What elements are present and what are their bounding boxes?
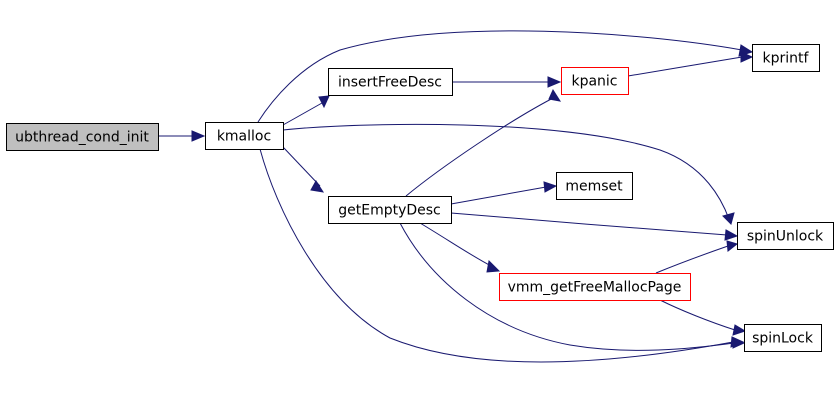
edge-line [419,222,494,268]
edge-line [659,299,736,331]
edge-getEmptyDesc-to-spinLock [399,222,746,351]
arrowhead-icon [740,51,754,63]
node-box[interactable] [6,123,159,151]
node-kpanic[interactable]: kpanic [561,67,629,95]
node-label: memset [565,179,623,195]
edge-line [259,148,734,363]
edge-ubthread_cond_init-to-kmalloc [158,130,206,142]
node-box[interactable] [328,196,452,224]
arrowhead-icon [191,130,206,142]
edge-kmalloc-to-insertFreeDesc [282,95,330,126]
node-getEmptyDesc[interactable]: getEmptyDesc [328,196,452,224]
edge-kmalloc-to-getEmptyDesc [282,146,325,193]
edge-line [450,212,728,236]
arrowhead-icon [318,95,330,109]
node-box[interactable] [499,273,691,301]
edge-line [399,222,735,351]
node-spinUnlock[interactable]: spinUnlock [737,222,834,250]
arrowhead-icon [732,337,746,349]
edge-vmm_getFreeMallocPage-to-spinUnlock [655,240,739,274]
arrowhead-icon [543,181,558,193]
edge-getEmptyDesc-to-vmm_getFreeMallocPage [419,222,501,273]
node-label: kpanic [571,74,617,90]
arrowhead-icon [722,212,735,225]
arrowhead-icon [732,324,747,336]
arrowhead-icon [548,88,562,102]
edge-line [257,30,743,123]
node-box[interactable] [752,44,820,72]
edges-layer [158,30,754,363]
arrowhead-icon [486,259,501,273]
edge-line [282,102,323,126]
node-spinLock[interactable]: spinLock [744,324,822,352]
node-kprintf[interactable]: kprintf [752,44,820,72]
edge-line [405,95,558,197]
edge-line [655,245,729,274]
arrowhead-icon [724,229,739,241]
edge-kpanic-to-kprintf [627,51,754,77]
node-label: spinUnlock [747,229,824,245]
edge-getEmptyDesc-to-spinUnlock [450,212,739,241]
node-box[interactable] [744,324,822,352]
edge-line [282,146,321,187]
edge-kmalloc-to-spinUnlock [282,123,735,225]
arrowhead-icon [310,180,325,193]
edge-line [450,186,547,205]
edge-getEmptyDesc-to-memset [450,181,558,205]
edge-insertFreeDesc-to-kpanic [452,76,562,88]
node-insertFreeDesc[interactable]: insertFreeDesc [328,68,453,96]
edge-vmm_getFreeMallocPage-to-spinLock [659,299,747,336]
edge-kmalloc-to-spinLock [259,148,745,363]
edge-getEmptyDesc-to-kpanic [405,88,562,197]
node-label: spinLock [752,331,814,347]
node-label: vmm_getFreeMallocPage [508,280,682,296]
node-label: ubthread_cond_init [15,130,149,146]
node-kmalloc[interactable]: kmalloc [205,122,284,150]
node-label: insertFreeDesc [338,75,442,91]
edge-line [627,56,743,77]
node-box[interactable] [561,67,629,95]
arrowhead-icon [547,76,562,88]
node-label: getEmptyDesc [338,203,441,219]
node-box[interactable] [556,172,633,200]
nodes-layer: ubthread_cond_init kmalloc insertFreeDesc k… [6,44,834,352]
node-box[interactable] [328,68,453,96]
node-label: kmalloc [217,129,271,145]
edge-line [282,123,730,220]
node-label: kprintf [763,51,810,67]
arrowhead-icon [726,240,739,252]
node-memset[interactable]: memset [556,172,633,200]
node-vmm_getFreeMallocPage[interactable]: vmm_getFreeMallocPage [499,273,691,301]
node-box[interactable] [205,122,284,150]
node-ubthread_cond_init[interactable]: ubthread_cond_init [6,123,159,151]
node-box[interactable] [737,222,834,250]
